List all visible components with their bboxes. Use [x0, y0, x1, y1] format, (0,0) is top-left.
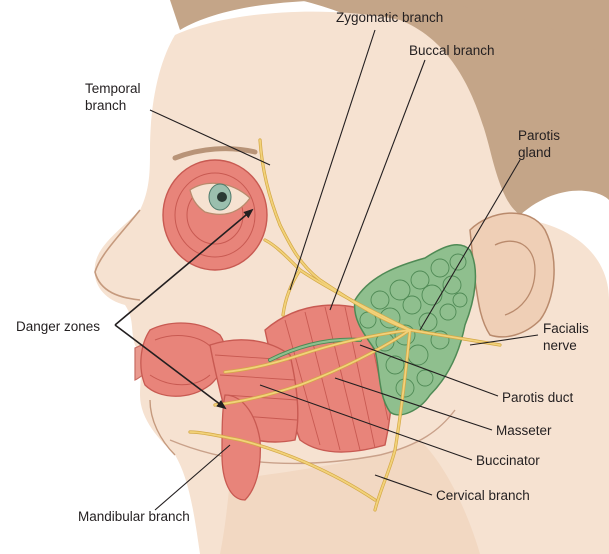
leader-zygomatic	[289, 29, 376, 291]
label-mandibular-branch: Mandibular branch	[78, 509, 190, 524]
label-parotis-gland: Parotis gland	[518, 128, 564, 160]
facial-nerve-branches	[188, 138, 502, 512]
label-zygomatic-branch: Zygomatic branch	[336, 10, 443, 25]
leader-facialis	[469, 334, 539, 346]
leader-parotis	[419, 159, 521, 331]
danger-arrow-upper	[114, 208, 254, 326]
leader-lines	[149, 29, 539, 511]
nose	[94, 209, 141, 301]
leader-temporal	[149, 109, 271, 166]
leader-cervical	[374, 474, 433, 496]
label-buccinator: Buccinator	[476, 453, 540, 468]
orbicularis-oris-muscle	[140, 322, 226, 397]
ear	[469, 212, 555, 338]
label-buccal-branch: Buccal branch	[409, 43, 495, 58]
label-parotis-duct: Parotis duct	[502, 390, 574, 405]
label-facialis-nerve: Facialis nerve	[543, 321, 593, 353]
neck-shadow	[220, 440, 480, 554]
leader-mandibular	[154, 444, 231, 511]
chin	[149, 399, 176, 456]
leader-parotis-duct	[359, 344, 499, 397]
eye-pupil	[217, 192, 227, 202]
label-masseter: Masseter	[496, 423, 552, 438]
danger-zone-arrows	[114, 208, 254, 410]
label-temporal-branch: Temporal branch	[85, 81, 144, 113]
ear-inner	[494, 240, 536, 316]
leader-buccal	[329, 59, 426, 311]
eyebrow	[172, 146, 258, 161]
labels: Temporal branch Zygomatic branch Buccal …	[16, 10, 593, 524]
leader-buccinator	[259, 384, 473, 461]
danger-arrow-lower	[114, 324, 227, 410]
leader-masseter	[334, 377, 493, 431]
label-cervical-branch: Cervical branch	[436, 488, 530, 503]
orbicularis-oculi-muscle	[162, 159, 268, 271]
label-danger-zones: Danger zones	[16, 319, 100, 334]
hair-fringe	[300, 0, 609, 215]
